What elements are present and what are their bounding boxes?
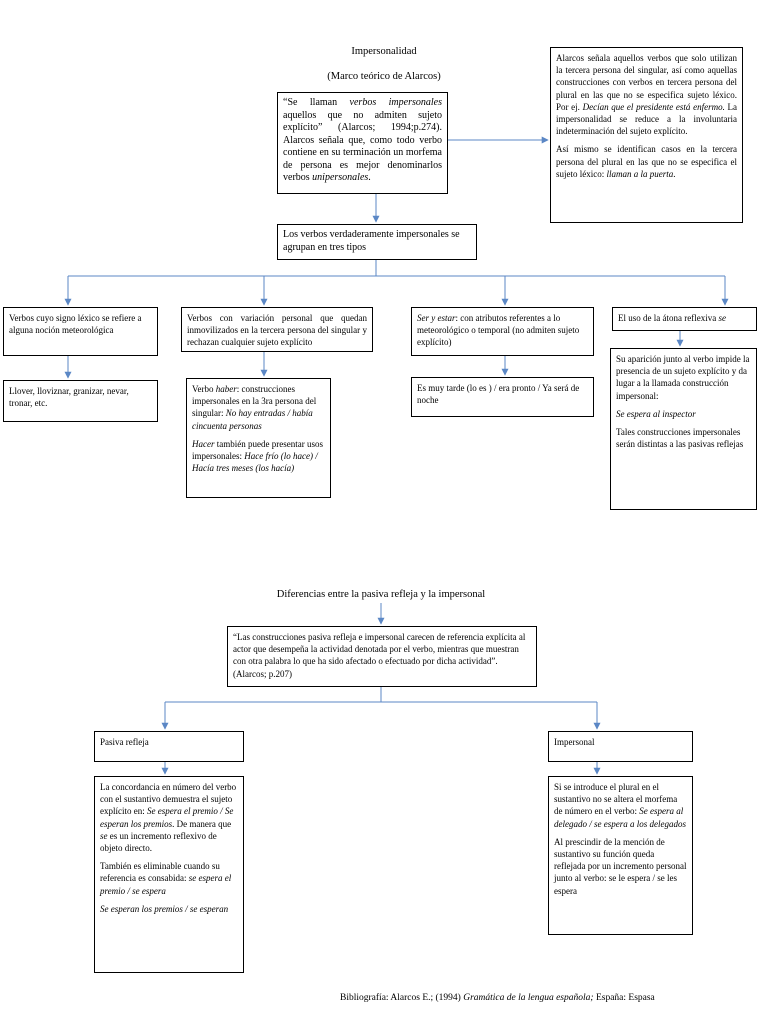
definition-box: “Se llaman verbos impersonales aquellos …: [277, 92, 448, 194]
section2-title: Diferencias entre la pasiva refleja y la…: [220, 588, 542, 601]
book-title: Gramática de la lengua española;: [463, 993, 594, 1003]
text: también puede presentar usos impersonale…: [192, 438, 323, 462]
verb: haber: [215, 384, 237, 394]
text: Así mismo se identifican casos en la ter…: [556, 144, 737, 179]
side-note-box: Alarcos señala aquellos verbos que solo …: [550, 47, 743, 223]
types-box: Los verbos verdaderamente impersonales s…: [277, 224, 477, 260]
text: .: [673, 168, 676, 179]
detail-paragraph: Al prescindir de la mención de sustantiv…: [554, 836, 687, 896]
quote-box: “Las construcciones pasiva refleja e imp…: [227, 626, 537, 687]
category-label: : con atributos referentes a lo meteorol…: [417, 313, 580, 348]
impersonal-detail: Si se introduce el plural en el sustanti…: [548, 776, 693, 935]
category-label: Verbos con variación personal que quedan…: [187, 313, 367, 348]
detail-paragraph: Tales construcciones impersonales serán …: [616, 427, 744, 450]
bibliography-text: Bibliografía: Alarcos E.; (1994): [340, 993, 464, 1003]
verb: Ser y estar: [417, 313, 456, 323]
definition-term: unipersonales: [312, 172, 369, 183]
text: . De manera que: [172, 818, 232, 829]
text: Si se introduce el plural en el sustanti…: [554, 782, 678, 817]
particle: se: [100, 830, 108, 841]
category-detail: Es muy tarde (lo es ) / era pronto / Ya …: [417, 383, 580, 406]
category-meteorological: Verbos cuyo signo léxico se refiere a al…: [3, 307, 158, 356]
definition-text: aquellos que no admiten sujeto explícito…: [283, 109, 442, 184]
example: Decían que el presidente está enfermo.: [582, 101, 725, 112]
types-text: Los verbos verdaderamente impersonales s…: [283, 229, 460, 253]
bibliography: Bibliografía: Alarcos E.; (1994) Gramáti…: [340, 993, 655, 1003]
detail-paragraph: Verbo haber: construcciones impersonales…: [192, 383, 325, 432]
text: Verbo: [192, 384, 216, 394]
verb: Hacer: [192, 438, 215, 449]
definition-text: “Se llaman: [283, 97, 350, 108]
example: Se espera el premio / Se esperan los pre…: [100, 806, 234, 829]
example: Se esperan los premios / se esperan: [100, 903, 229, 914]
category-personal-variation-detail: Verbo haber: construcciones impersonales…: [186, 378, 331, 498]
example: No hay entradas / había cincuenta person…: [192, 408, 313, 431]
text: es un incremento reflexivo de objeto dir…: [100, 830, 217, 854]
definition-term: verbos impersonales: [349, 97, 442, 108]
title-text: Impersonalidad: [351, 46, 417, 57]
section-subtitle: (Marco teórico de Alarcos): [270, 70, 498, 83]
pasiva-refleja-detail: La concordancia en número del verbo con …: [94, 776, 244, 973]
detail-paragraph: Hacer también puede presentar usos imper…: [192, 438, 325, 475]
example: Se espera al inspector: [616, 408, 696, 419]
section-title: Impersonalidad: [284, 45, 484, 58]
category-reflexive-se: El uso de la átona reflexiva se: [612, 307, 757, 331]
side-note-paragraph: Alarcos señala aquellos verbos que solo …: [556, 52, 737, 137]
category-personal-variation: Verbos con variación personal que quedan…: [181, 307, 373, 352]
bibliography-text: España: Espasa: [593, 993, 655, 1003]
category-meteorological-detail: Llover, lloviznar, granizar, nevar, tron…: [3, 380, 158, 422]
text: La impersonalidad se reduce a la involun…: [556, 101, 737, 137]
reflexive-particle: se: [718, 313, 726, 323]
text: Alarcos señala aquellos verbos que solo …: [556, 53, 737, 112]
category-detail: Llover, lloviznar, granizar, nevar, tron…: [9, 386, 129, 409]
category-ser-estar-detail: Es muy tarde (lo es ) / era pronto / Ya …: [411, 377, 594, 417]
branch-label: Pasiva refleja: [100, 737, 149, 747]
detail-paragraph: También es eliminable cuando su referenc…: [100, 860, 238, 897]
detail-paragraph: Se espera al inspector: [616, 408, 751, 420]
impersonal-box: Impersonal: [548, 731, 693, 762]
detail-paragraph: La concordancia en número del verbo con …: [100, 781, 238, 854]
detail-paragraph: Si se introduce el plural en el sustanti…: [554, 781, 687, 830]
category-ser-estar: Ser y estar: con atributos referentes a …: [411, 307, 594, 356]
text: También es eliminable cuando su referenc…: [100, 861, 220, 884]
example: Se espera al delegado / se espera a los …: [554, 806, 686, 829]
quote-text: “Las construcciones pasiva refleja e imp…: [233, 632, 526, 679]
subtitle-text: (Marco teórico de Alarcos): [327, 71, 441, 82]
example: Hace frío (lo hace) / Hacía tres meses (…: [192, 451, 318, 474]
detail-paragraph: Su aparición junto al verbo impide la pr…: [616, 354, 750, 401]
text: : construcciones impersonales en la 3ra …: [192, 384, 317, 419]
detail-paragraph: Se esperan los premios / se esperan: [100, 903, 238, 915]
branch-label: Impersonal: [554, 737, 595, 747]
title-text: Diferencias entre la pasiva refleja y la…: [276, 589, 486, 600]
category-reflexive-se-detail: Su aparición junto al verbo impide la pr…: [610, 348, 757, 510]
text: La concordancia en número del verbo con …: [100, 782, 237, 817]
definition-text: .: [368, 172, 371, 183]
category-label: Verbos cuyo signo léxico se refiere a al…: [9, 313, 142, 336]
category-label: El uso de la átona reflexiva: [618, 313, 719, 323]
example: se espera el premio / se espera: [100, 873, 232, 896]
pasiva-refleja-box: Pasiva refleja: [94, 731, 244, 762]
example: llaman a la puerta: [606, 168, 674, 179]
side-note-paragraph: Así mismo se identifican casos en la ter…: [556, 143, 737, 180]
